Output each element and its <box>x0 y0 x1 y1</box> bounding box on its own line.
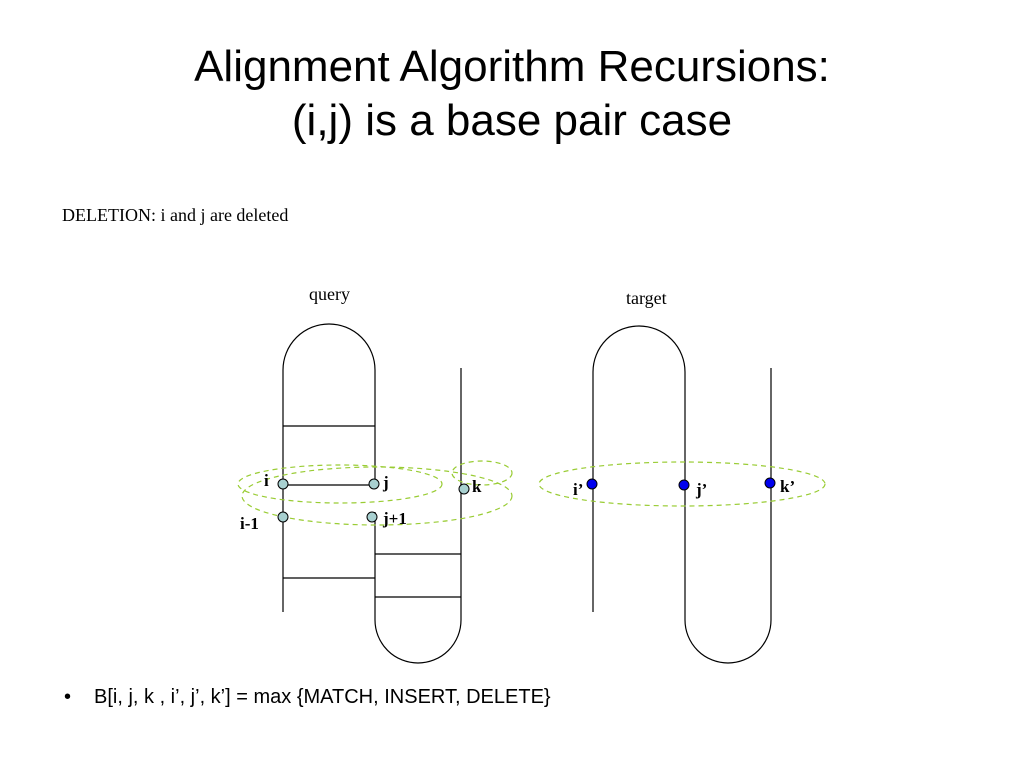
label-j-prime: j’ <box>695 480 707 499</box>
label-i: i <box>264 471 269 490</box>
label-j: j <box>382 473 389 492</box>
title-line-2: (i,j) is a base pair case <box>291 96 733 145</box>
query-dashed-outline <box>451 460 513 486</box>
query-dashed-outline <box>237 464 443 504</box>
query-hairpin-top <box>282 323 376 612</box>
target-dashed-outline <box>538 461 826 507</box>
label-i-prime: i’ <box>573 480 583 499</box>
node-j-prime <box>678 479 690 491</box>
title-line-1: Alignment Algorithm Recursions: <box>194 42 830 91</box>
query-dashed-outline <box>241 466 513 526</box>
deletion-caption: DELETION: i and j are deleted <box>62 205 289 225</box>
node-k <box>458 483 470 495</box>
slide-title: Alignment Algorithm Recursions: (i,j) is… <box>0 40 1024 148</box>
dashed-groupings <box>237 460 826 526</box>
query-hairpin-bottom <box>374 368 462 664</box>
target-hairpin-top <box>592 325 686 620</box>
node-j <box>368 478 380 490</box>
target-hairpin-bottom <box>684 368 772 664</box>
node-i-minus-1 <box>277 511 289 523</box>
target-nodes <box>586 477 776 491</box>
target-structure <box>592 325 772 664</box>
label-i-minus-1: i-1 <box>240 514 259 533</box>
node-j-plus-1 <box>366 511 378 523</box>
label-k-prime: k’ <box>780 477 795 496</box>
query-nodes <box>277 478 470 523</box>
recursion-bullet: • B[i, j, k , i’, j’, k’] = max {MATCH, I… <box>64 686 551 709</box>
node-k-prime <box>764 477 776 489</box>
bullet-marker: • <box>64 686 72 708</box>
bullet-text: B[i, j, k , i’, j’, k’] = max {MATCH, IN… <box>94 686 551 708</box>
node-i <box>277 478 289 490</box>
node-i-prime <box>586 478 598 490</box>
label-k: k <box>472 477 482 496</box>
query-label: query <box>309 284 350 304</box>
label-j-plus-1: j+1 <box>382 509 407 528</box>
query-structure <box>282 323 462 664</box>
target-label: target <box>626 288 667 308</box>
